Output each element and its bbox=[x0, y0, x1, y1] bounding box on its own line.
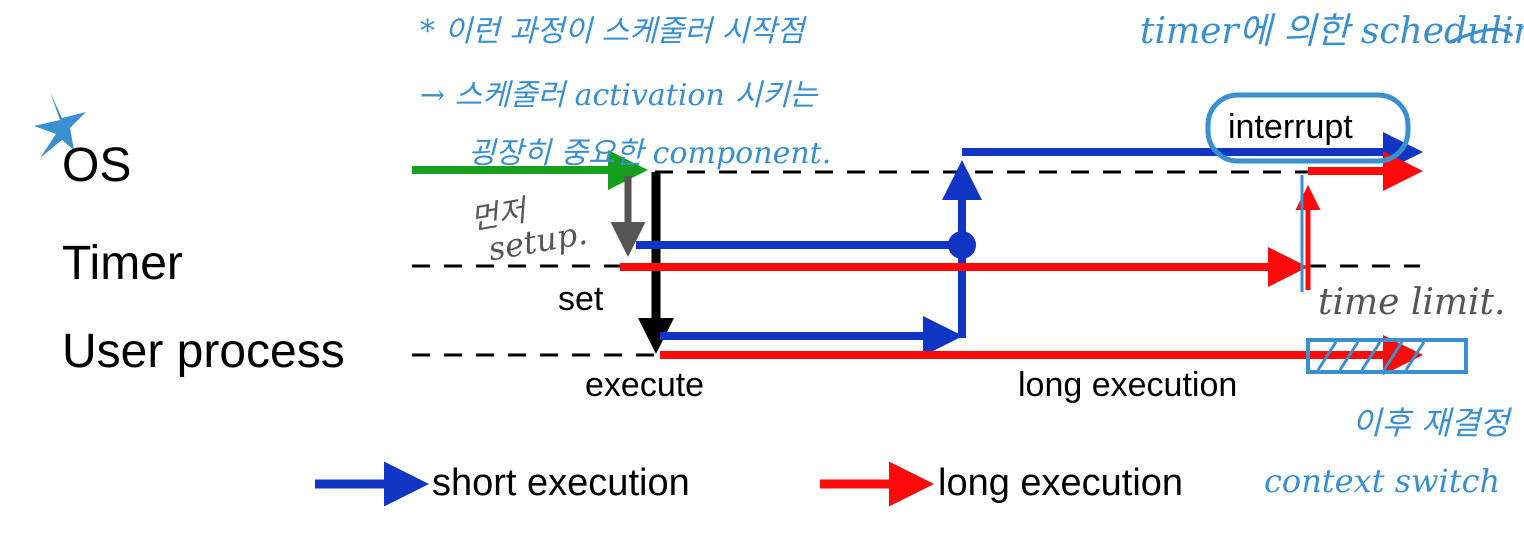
note-line-3: 굉장히 중요한 component. bbox=[468, 136, 832, 171]
execute-label: execute bbox=[585, 366, 705, 404]
time-limit-box bbox=[1306, 338, 1468, 374]
interrupt-circle bbox=[1205, 92, 1411, 164]
legend-short-label: short execution bbox=[432, 462, 690, 504]
lane-label-user-process: User process bbox=[62, 325, 345, 378]
timer-scheduling-note: timer에 의한 scheduling bbox=[1140, 11, 1524, 52]
legend-long-label: long execution bbox=[938, 462, 1184, 504]
note-line-1: * 이런 과정이 스케줄러 시작점 bbox=[420, 14, 805, 49]
time-limit-hatching bbox=[1316, 341, 1426, 371]
scheduling-underline bbox=[1449, 27, 1514, 44]
lane-label-timer: Timer bbox=[62, 237, 183, 290]
after-note-line-1: 이후 재결정 bbox=[1352, 404, 1510, 442]
set-label: set bbox=[558, 280, 604, 318]
star-icon bbox=[34, 92, 86, 158]
interrupt-label: interrupt bbox=[1228, 108, 1353, 146]
time-limit-note: time limit. bbox=[1318, 282, 1506, 323]
note-line-2: → 스케줄러 activation 시키는 bbox=[420, 78, 818, 113]
after-note-line-2: context switch bbox=[1264, 462, 1501, 500]
lane-label-os: OS bbox=[62, 139, 132, 192]
long-execution-label: long execution bbox=[1018, 366, 1238, 404]
